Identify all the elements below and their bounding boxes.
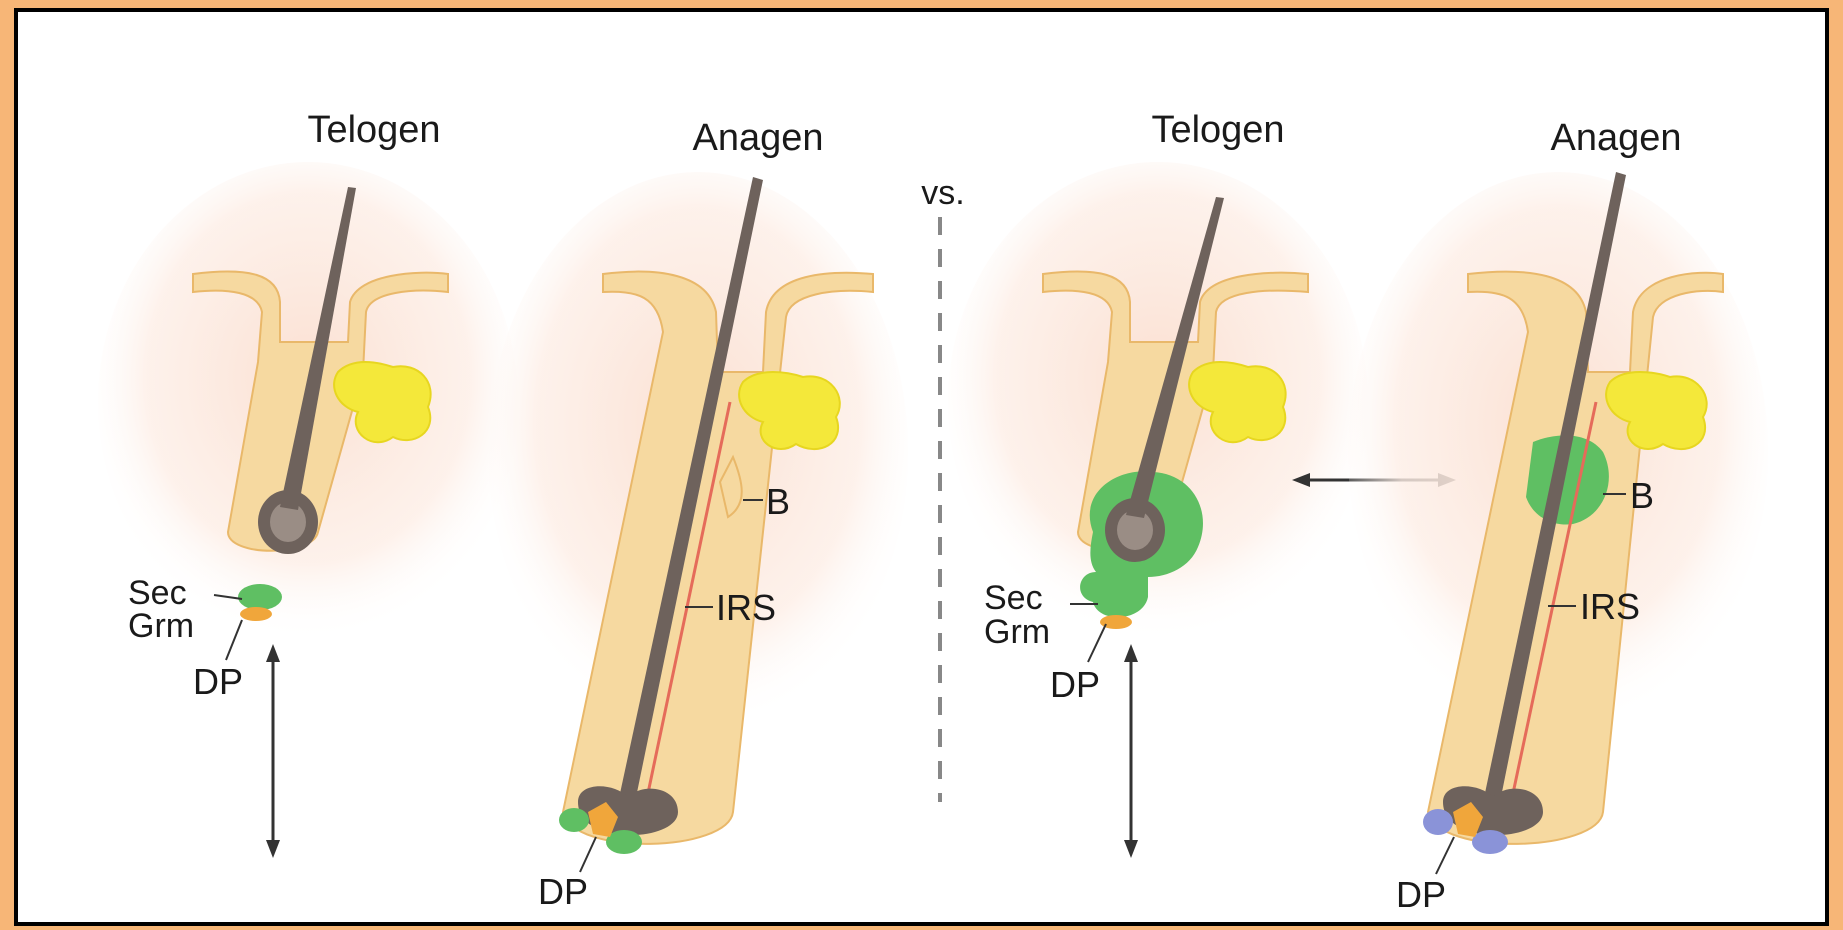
dp-label: DP bbox=[193, 661, 243, 702]
dp-label: DP bbox=[538, 871, 588, 912]
dp-label: DP bbox=[1050, 664, 1100, 705]
stage-label: Anagen bbox=[1550, 117, 1681, 159]
stage-label: Telogen bbox=[307, 109, 440, 151]
diagram-canvas: Telogen Sec Grm DP A bbox=[18, 12, 1825, 922]
matrix-cells bbox=[559, 808, 589, 832]
stage-label: Telogen bbox=[1151, 109, 1284, 151]
grm-label: Grm bbox=[128, 607, 194, 645]
matrix-cells bbox=[1472, 830, 1508, 854]
hair-cycle-diagram: Telogen Sec Grm DP A bbox=[18, 12, 1825, 922]
dermal-papilla bbox=[240, 607, 272, 621]
irs-label: IRS bbox=[1580, 586, 1640, 627]
matrix-cells bbox=[1423, 809, 1453, 835]
dp-label: DP bbox=[1396, 874, 1446, 915]
grm-label: Grm bbox=[984, 613, 1050, 651]
distance-arrow bbox=[1124, 644, 1138, 858]
irs-label: IRS bbox=[716, 587, 776, 628]
matrix-cells bbox=[606, 830, 642, 854]
distance-arrow bbox=[266, 644, 280, 858]
bulge-label: B bbox=[766, 481, 790, 522]
versus-separator: vs. bbox=[921, 174, 964, 802]
sec-label: Sec bbox=[984, 579, 1043, 617]
panel-telogen-1: Telogen Sec Grm DP bbox=[98, 109, 518, 858]
secondary-germ bbox=[238, 584, 282, 610]
bulge-label: B bbox=[1630, 475, 1654, 516]
panel-anagen-2: Anagen B IRS DP bbox=[1348, 117, 1768, 915]
panel-anagen-1: Anagen B IRS DP bbox=[488, 117, 908, 912]
vs-label: vs. bbox=[921, 174, 964, 212]
stage-label: Anagen bbox=[692, 117, 823, 159]
